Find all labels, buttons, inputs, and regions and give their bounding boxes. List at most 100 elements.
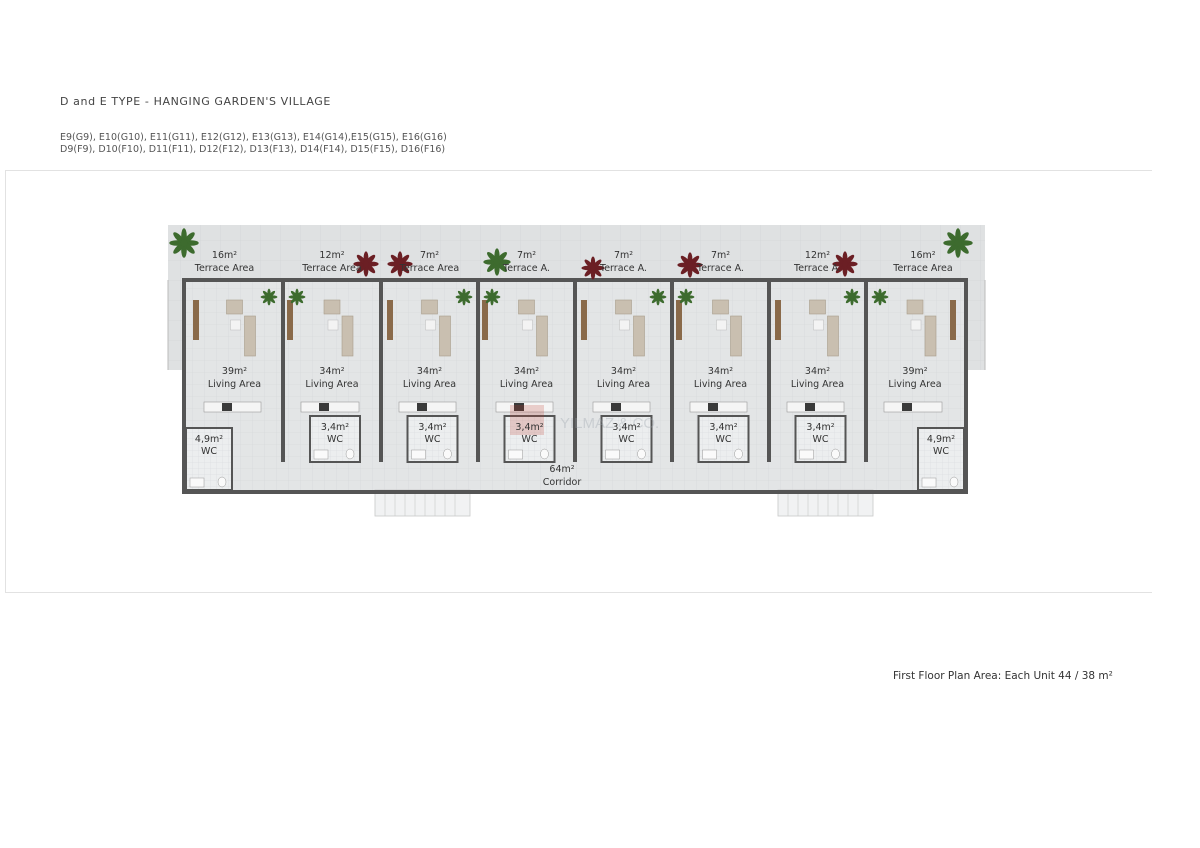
watermark-text: YILMAZ & CO.: [560, 415, 659, 432]
wc-label: WC: [812, 434, 828, 445]
sofa: [439, 315, 451, 357]
wood-panel: [775, 300, 781, 340]
coffee-table: [910, 319, 922, 331]
armchair: [323, 299, 341, 315]
stairs-left: [374, 489, 471, 517]
plant-core: [656, 295, 660, 299]
wc-label: WC: [424, 434, 440, 445]
armchair: [906, 299, 924, 315]
sofa: [633, 315, 645, 357]
wood-panel: [287, 300, 293, 340]
indoor-plant: [483, 288, 501, 306]
terrace-area: 7m²: [517, 250, 536, 261]
wc-basin: [189, 477, 205, 488]
terrace-plant-green: [483, 248, 511, 276]
coffee-table: [619, 319, 630, 331]
cooktop: [319, 403, 329, 411]
kitchen-counter: [495, 401, 554, 413]
sofa: [827, 315, 839, 357]
cooktop: [222, 403, 232, 411]
walls-layer: [167, 278, 986, 494]
toilet: [637, 448, 646, 460]
terrace-label: Terrace Area: [194, 263, 254, 274]
living-area: 34m²: [611, 366, 636, 377]
wood-panel: [193, 300, 199, 340]
cooktop: [902, 403, 912, 411]
indoor-plant: [288, 288, 306, 306]
plant-core: [363, 261, 369, 267]
living-area: 34m²: [514, 366, 539, 377]
wc-area: 3,4m²: [709, 422, 737, 433]
armchair: [226, 299, 243, 315]
living-area: 39m²: [222, 366, 247, 377]
unit-codes-e: E9(G9), E10(G10), E11(G11), E12(G12), E1…: [60, 132, 447, 143]
terrace-plant-red: [832, 251, 858, 277]
wc-basin: [702, 449, 717, 460]
unit-8: [871, 288, 965, 491]
living-label: Living Area: [208, 379, 261, 390]
plant-core: [842, 261, 848, 267]
plant-core: [590, 265, 596, 271]
armchair: [421, 299, 438, 315]
unit-7: [775, 288, 861, 463]
wc-label: WC: [327, 434, 343, 445]
terrace-area: 16m²: [212, 250, 237, 261]
unit-codes-d: D9(F9), D10(F10), D11(F11), D12(F12), D1…: [60, 144, 446, 155]
plant-core: [687, 262, 693, 268]
kitchen-counter: [883, 401, 943, 413]
unit-4: [482, 288, 556, 463]
kitchen-counter: [203, 401, 262, 413]
indoor-plant: [677, 288, 695, 306]
living-label: Living Area: [791, 379, 844, 390]
wc-basin: [799, 449, 814, 460]
floor-area-summary: First Floor Plan Area: Each Unit 44 / 38…: [893, 670, 1113, 682]
kitchen-counter: [786, 401, 845, 413]
wc-area: 4,9m²: [927, 434, 955, 445]
wood-panel: [950, 300, 956, 340]
living-area: 34m²: [708, 366, 733, 377]
terrace-label: Terrace A.: [599, 263, 647, 274]
living-area: 34m²: [805, 366, 830, 377]
outer-wall: [182, 278, 968, 494]
wood-panel: [676, 300, 682, 340]
armchair: [615, 299, 632, 315]
stairs-right: [777, 489, 874, 517]
wc-label: WC: [618, 434, 634, 445]
wc-basin: [313, 449, 329, 460]
wc-area: 3,4m²: [612, 422, 640, 433]
armchair: [809, 299, 826, 315]
terrace-area: 7m²: [420, 250, 439, 261]
unit-5: [581, 288, 667, 463]
unit-6: [676, 288, 750, 463]
toilet: [949, 476, 959, 488]
living-label: Living Area: [694, 379, 747, 390]
terrace-label: Terrace Area: [892, 263, 952, 274]
terrace-label: Terrace A.: [696, 263, 744, 274]
indoor-plant: [843, 288, 861, 306]
corridor-area: 64m²: [549, 464, 574, 475]
terrace-plant-red: [581, 256, 605, 280]
cooktop: [805, 403, 815, 411]
sofa: [536, 315, 548, 357]
plant-core: [954, 239, 962, 247]
plant-core: [490, 295, 494, 299]
unit-2: [287, 288, 361, 463]
terrace-label: Terrace Area: [301, 263, 361, 274]
watermark: YILMAZ & CO.: [510, 405, 659, 435]
wc-label: WC: [201, 446, 217, 457]
armchair: [518, 299, 535, 315]
kitchen-counter: [398, 401, 457, 413]
wc-area: 3,4m²: [806, 422, 834, 433]
plant-core: [295, 295, 299, 299]
sofa: [924, 315, 937, 357]
kitchen-counter: [592, 401, 651, 413]
toilet: [831, 448, 840, 460]
indoor-plant: [871, 288, 889, 306]
coffee-table: [230, 319, 241, 331]
sofa: [730, 315, 742, 357]
wc-basin: [411, 449, 426, 460]
wc-basin: [921, 477, 937, 488]
kitchen-counter: [300, 401, 360, 413]
indoor-plant: [649, 288, 667, 306]
